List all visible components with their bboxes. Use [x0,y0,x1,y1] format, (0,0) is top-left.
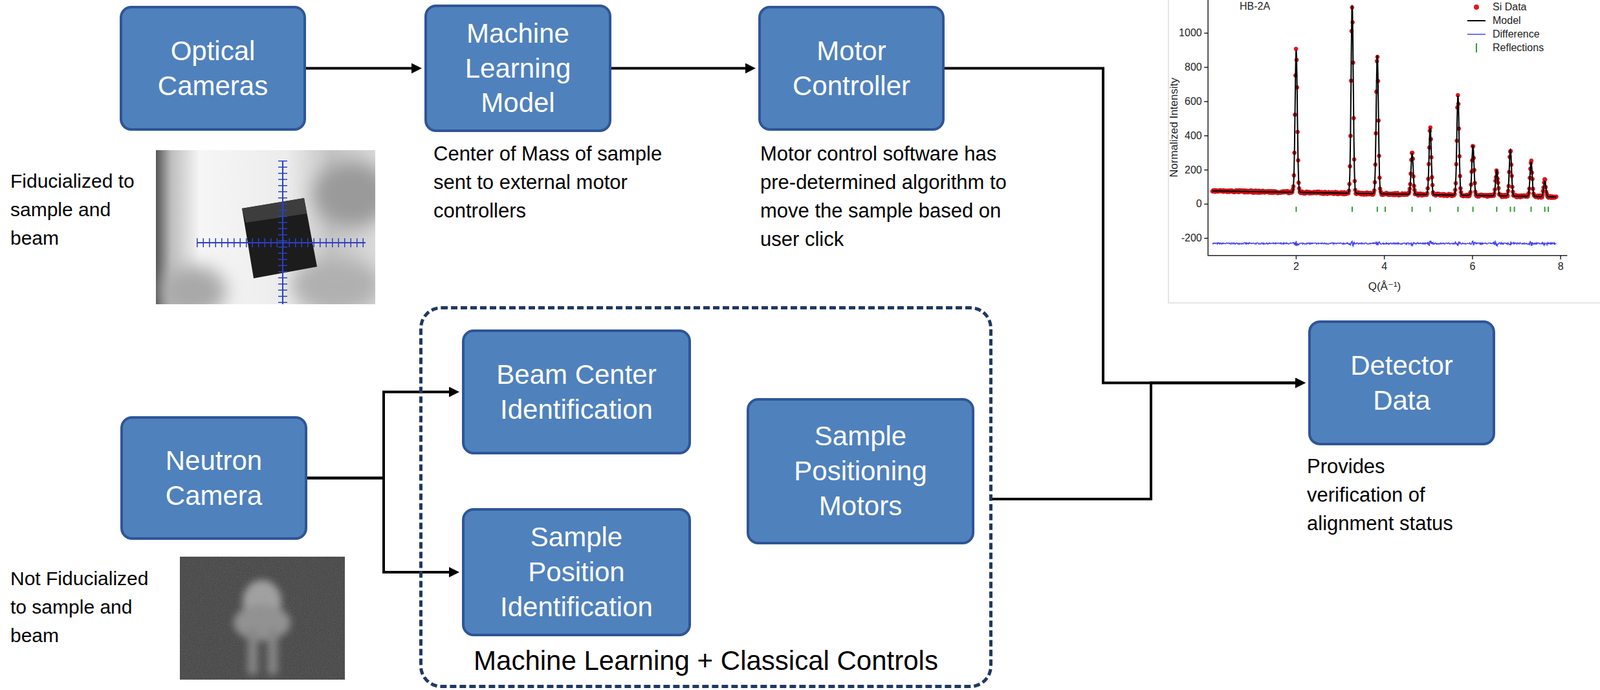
box-label: Machine Learning Model [446,16,590,121]
axis-title: Normalized Intensity [1167,53,1182,202]
process-box: Sample Positioning Motors [746,397,975,545]
process-box: Beam Center Identification [461,329,691,455]
photo-shade [313,161,376,227]
axis-tick [1204,100,1208,103]
reflection-tick [1429,206,1432,212]
sample-crystal-face [241,197,307,223]
legend-marker [1467,20,1486,22]
photo-noise [179,556,345,680]
tick-label: 6 [1459,260,1486,274]
axis-tick [1204,32,1208,35]
axis-tick [1383,255,1386,260]
axis-tick [1204,169,1208,171]
axis-tick [1471,255,1474,260]
axis-tick [1559,255,1562,260]
chart-title: HB-2A [1239,0,1318,13]
connector-arrow [611,67,746,70]
reflection-tick [1457,206,1459,212]
connector-arrow [307,392,450,479]
process-box: Optical Cameras [119,5,307,131]
legend-text: Si Data [1492,0,1590,14]
note-text: Center of Mass of sample sent to externa… [433,139,699,226]
box-label: Neutron Camera [142,443,286,514]
axis-title: Q(Å⁻¹) [1352,279,1417,294]
axis-tick [1204,237,1208,239]
sample-shadow-part [267,628,278,675]
legend-text: Reflections [1492,41,1590,55]
reflection-tick [1530,206,1533,212]
sample-shadow [233,579,291,675]
process-box: Motor Controller [758,5,945,131]
axis-tick [1204,66,1208,68]
tick-label: 4 [1371,260,1398,274]
legend-text: Model [1492,14,1590,28]
photo-background [179,556,345,680]
sample-shadow-part [247,628,258,675]
reflection-tick [1513,206,1516,212]
connector-arrow [306,67,412,70]
tick-label: 0 [1163,197,1203,211]
box-label: Detector Data [1330,348,1474,418]
note-text: Not Fiducialized to sample and beam [10,564,154,650]
reflection-tick [1384,206,1386,212]
box-label: Beam Center Identification [483,357,669,428]
optical-camera-photo [155,150,376,305]
tick-label: 1000 [1163,26,1203,40]
sample-shadow-part [233,604,291,641]
legend-marker [1475,43,1478,53]
process-box: Detector Data [1308,320,1496,446]
reflection-tick [1472,206,1474,212]
connector-arrow [307,478,450,573]
crosshair-line [196,241,366,244]
process-box: Neutron Camera [120,416,308,540]
reflection-tick [1495,206,1498,212]
legend-text: Difference [1492,27,1590,41]
neutron-camera-photo [179,556,345,680]
reflection-tick [1547,206,1549,212]
chart-frame [1168,0,1600,303]
crosshair-ticks [278,160,288,305]
data-point [1293,47,1298,52]
tick-label: 800 [1163,60,1203,74]
crosshair-ticks [196,238,366,248]
process-box: Machine Learning Model [424,4,612,132]
reflection-tick [1544,206,1546,212]
axis-tick [1295,255,1298,260]
crosshair-line [282,160,284,305]
legend-marker [1467,33,1486,35]
reflection-tick [1510,206,1512,212]
photo-shade [161,265,227,305]
note-text: Provides verification of alignment statu… [1306,452,1463,538]
box-label: Optical Cameras [141,33,285,104]
note-text: Motor control software has pre-determine… [760,139,1032,254]
tick-label: 2 [1282,260,1309,274]
box-label: Sample Positioning Motors [768,418,953,523]
reflection-tick [1295,206,1297,212]
tick-label: 8 [1547,260,1574,274]
process-box: Sample Position Identification [461,507,691,636]
reflection-tick [1351,206,1353,212]
legend-marker [1473,4,1480,10]
difference-curve [1212,240,1557,246]
box-label: Sample Position Identification [483,519,669,624]
connector-arrow [992,383,1296,500]
group-label: Machine Learning + Classical Controls [422,644,990,677]
box-label: Motor Controller [780,33,923,104]
axis-tick [1204,203,1208,206]
connector-arrow [944,68,1296,384]
reflection-tick [1411,206,1414,212]
axis-tick [1204,135,1208,137]
reflection-tick [1376,206,1379,212]
group-region: Machine Learning + Classical Controls Bea… [419,306,993,688]
note-text: Fiducialized to sample and beam [10,166,154,253]
tick-label: -200 [1163,231,1203,245]
